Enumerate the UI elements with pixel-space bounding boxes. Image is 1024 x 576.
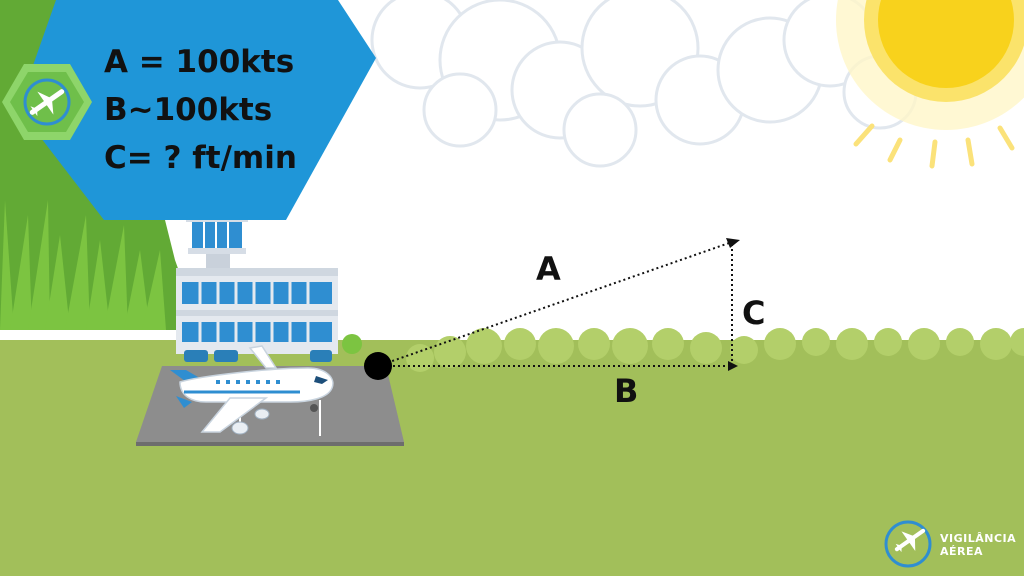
brand-line1: VIGILÂNCIA [940, 532, 1017, 545]
brand: VIGILÂNCIA AÉREA [884, 518, 1020, 570]
equation-c: C= ? ft/min [104, 140, 297, 176]
tall-grass [0, 200, 166, 330]
vector-diagram [377, 241, 733, 367]
brand-text: VIGILÂNCIA AÉREA [940, 532, 1016, 558]
vector-b-arrowhead [728, 361, 738, 371]
label-b: B [614, 372, 639, 410]
sun [836, 0, 1024, 169]
badge [2, 64, 92, 140]
equation-b: B~100kts [104, 92, 273, 128]
ground [0, 340, 1024, 576]
brand-line2: AÉREA [940, 545, 984, 558]
bushes [342, 328, 1024, 372]
equation-a: A = 100kts [104, 44, 295, 80]
ground-vehicles [184, 350, 332, 362]
label-a: A [536, 250, 561, 288]
info-panel [18, 0, 376, 220]
vector-a-arrowhead [726, 238, 740, 248]
terminal-building [176, 268, 338, 354]
label-c: C [742, 294, 766, 332]
speed-equations: A = 100kts B~100kts C= ? ft/min [104, 38, 297, 182]
airplane [170, 345, 334, 435]
arrowheads [726, 238, 740, 371]
origin-point [364, 352, 392, 380]
